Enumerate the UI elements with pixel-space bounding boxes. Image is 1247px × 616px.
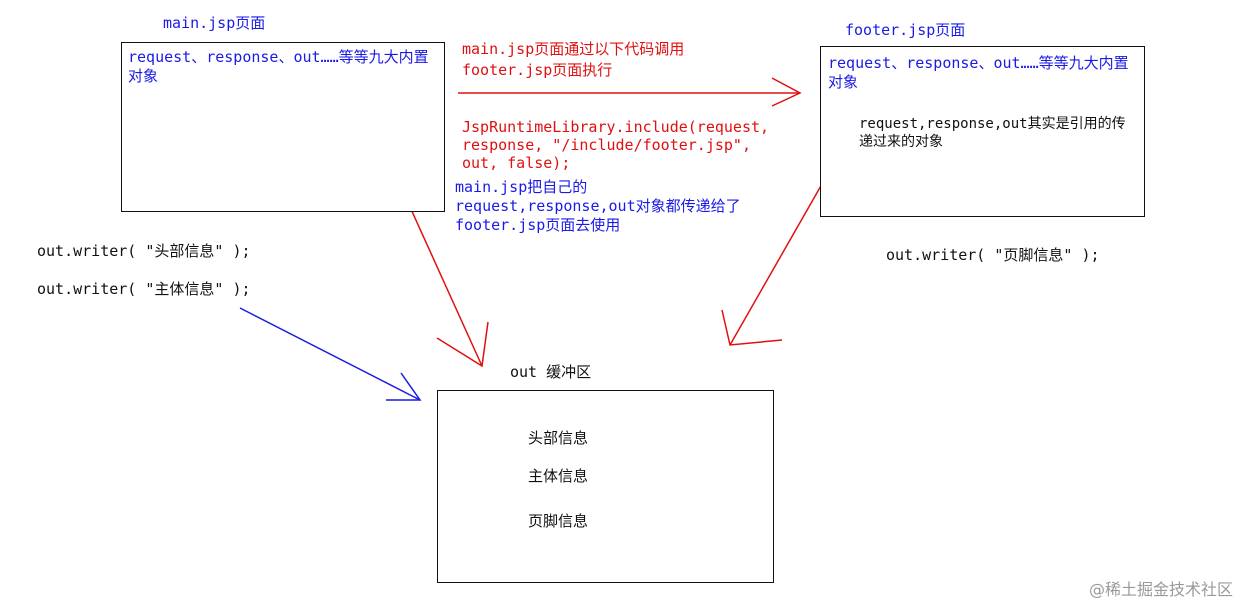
code-text-line2: response, "/include/footer.jsp", [462, 136, 751, 154]
buffer-item-body: 主体信息 [528, 467, 589, 485]
pass-text-line1: main.jsp把自己的 [455, 178, 588, 196]
code-text-line1: JspRuntimeLibrary.include(request, [462, 118, 770, 136]
footer-to-buffer-arrow [721, 169, 831, 346]
main-jsp-title: main.jsp页面 [163, 14, 266, 32]
pass-text-line3: footer.jsp页面去使用 [455, 216, 621, 234]
main-jsp-box-text: request、response、out……等等九大内置对象 [128, 48, 429, 85]
writer-to-buffer-arrow [239, 307, 422, 401]
call-text-line1: main.jsp页面通过以下代码调用 [462, 40, 685, 58]
footer-writer: out.writer( "页脚信息" ); [886, 246, 1100, 264]
buffer-item-header: 头部信息 [528, 429, 589, 447]
call-arrow [458, 77, 802, 107]
call-text-line2: footer.jsp页面执行 [462, 61, 613, 79]
main-writer-header: out.writer( "头部信息" ); [37, 242, 251, 260]
code-text-line3: out, false); [462, 154, 571, 172]
watermark: @稀土掘金技术社区 [1088, 580, 1233, 599]
pass-text-line2: request,response,out对象都传递给了 [455, 197, 741, 215]
main-writer-body: out.writer( "主体信息" ); [37, 280, 251, 298]
footer-jsp-box: request、response、out……等等九大内置对象 request,r… [820, 46, 1145, 217]
buffer-item-footer: 页脚信息 [528, 512, 589, 530]
buffer-box: 头部信息 主体信息 页脚信息 [437, 390, 774, 583]
main-jsp-box: request、response、out……等等九大内置对象 [121, 42, 445, 212]
footer-jsp-box-note: request,response,out其实是引用的传递过来的对象 [859, 116, 1126, 150]
footer-jsp-title: footer.jsp页面 [845, 21, 966, 39]
buffer-title: out 缓冲区 [510, 363, 592, 381]
footer-jsp-box-text: request、response、out……等等九大内置对象 [828, 54, 1129, 91]
